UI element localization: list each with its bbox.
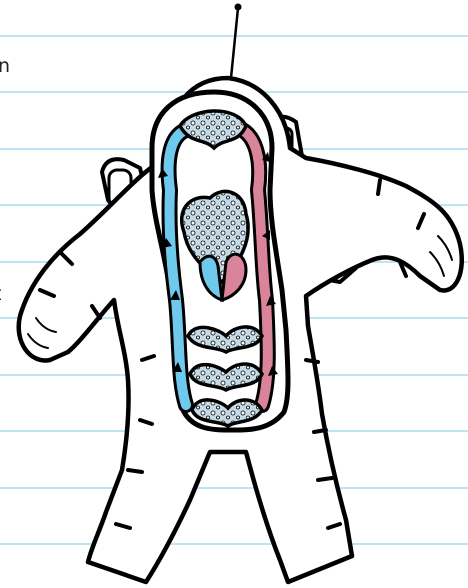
body-capillaries — [188, 327, 262, 426]
antenna — [231, 4, 242, 79]
